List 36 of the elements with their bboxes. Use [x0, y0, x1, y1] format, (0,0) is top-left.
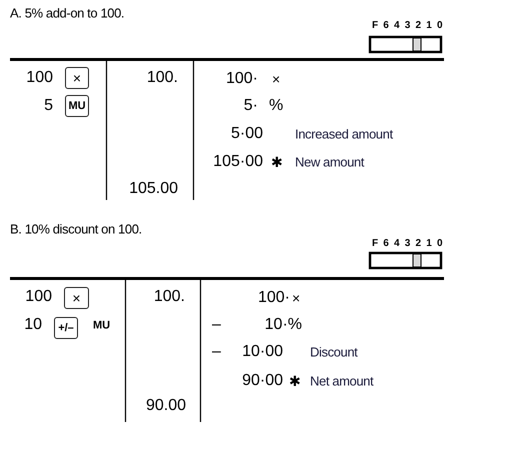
printed-value: 5	[44, 98, 53, 114]
print-symbol: ✱	[271, 155, 283, 169]
printed-value: 100.	[146, 70, 178, 86]
printed-value: 10	[24, 317, 42, 333]
printed-value: 100	[25, 289, 52, 305]
note-text: New amount	[295, 156, 364, 168]
printed-value: 90.00	[146, 398, 186, 414]
print-symbol: ×	[292, 291, 300, 305]
printed-value: 105.00	[129, 181, 178, 197]
printed-value: %	[269, 98, 284, 114]
printed-value: 100	[26, 70, 53, 86]
decimal-switch-label: F 6 4 3 2 1 0	[372, 239, 444, 249]
note-text: Increased amount	[295, 128, 393, 140]
printed-value: 90·00	[242, 373, 283, 389]
printed-value: –	[212, 317, 221, 333]
section-heading: A. 5% add-on to 100.	[10, 6, 124, 20]
calculator-key: ×	[65, 67, 89, 89]
printed-value: 100·	[226, 71, 258, 87]
printed-value: –	[212, 344, 221, 360]
printed-value: 10·%	[264, 317, 302, 333]
key-label: MU	[93, 320, 110, 332]
printed-value: 10·00	[242, 344, 283, 360]
calculator-key: MU	[65, 95, 89, 117]
print-symbol: ✱	[289, 374, 301, 388]
calculator-key: +/–	[54, 317, 78, 339]
printed-value: 5·	[244, 98, 258, 114]
printed-value: 5·00	[230, 126, 263, 142]
printed-value: 100·	[258, 290, 290, 306]
section-heading: B. 10% discount on 100.	[10, 222, 142, 236]
note-text: Discount	[310, 346, 358, 358]
note-text: Net amount	[310, 374, 374, 388]
printed-value: 105·00	[213, 154, 263, 170]
decimal-switch-label: F 6 4 3 2 1 0	[372, 21, 444, 31]
printed-value: 100.	[154, 289, 185, 305]
print-symbol: ×	[272, 72, 280, 86]
calculator-key: ×	[64, 287, 89, 309]
